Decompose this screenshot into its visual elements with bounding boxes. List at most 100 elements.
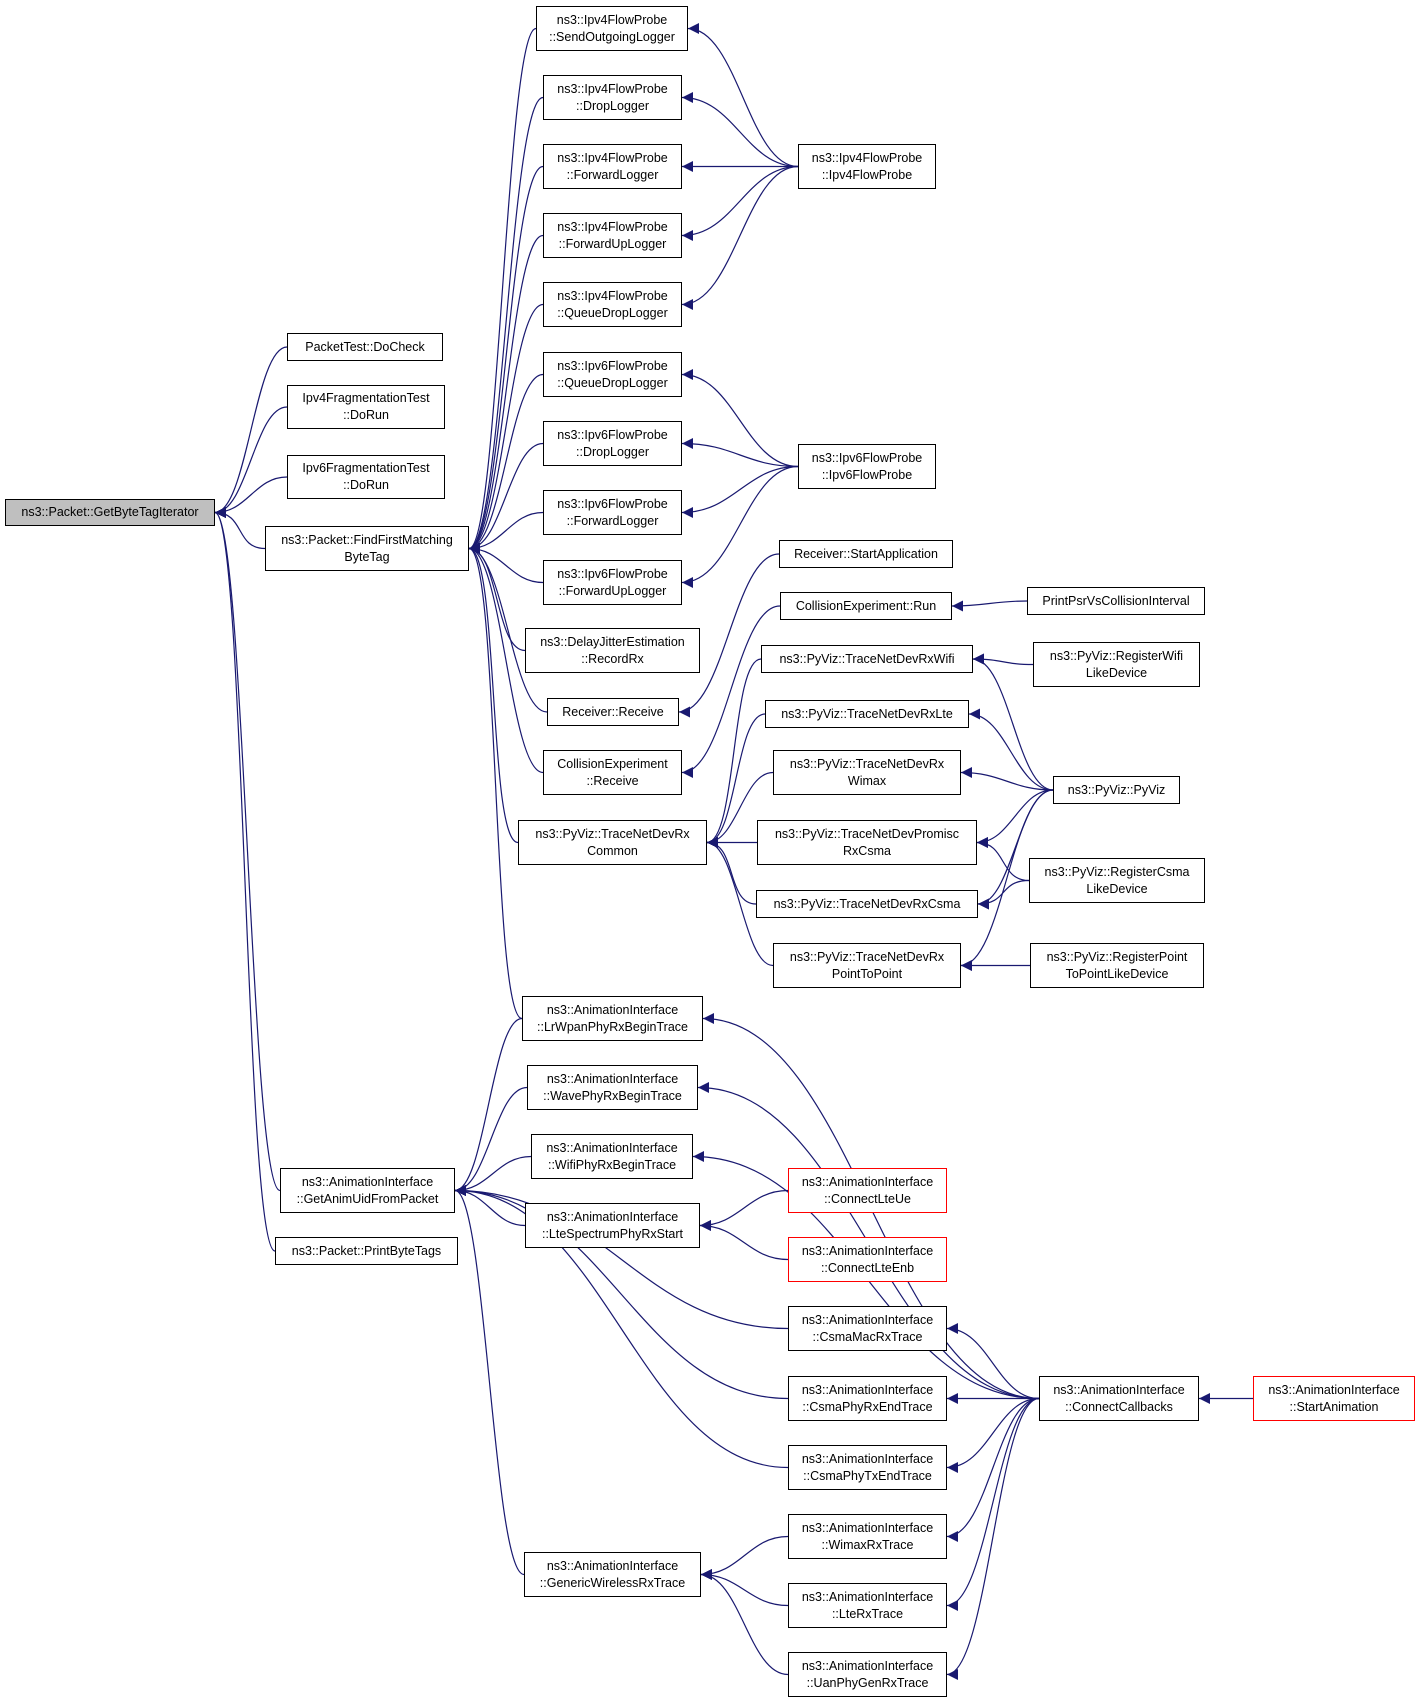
node-wimax-rx-trace[interactable]: ns3::AnimationInterface::WimaxRxTrace [788,1514,947,1559]
node-generic-wireless-rx-trace[interactable]: ns3::AnimationInterface::GenericWireless… [524,1552,701,1597]
node-print-byte-tags[interactable]: ns3::Packet::PrintByteTags [275,1237,458,1265]
node-connect-lte-ue[interactable]: ns3::AnimationInterface::ConnectLteUe [788,1168,947,1213]
node-csma-mac-rx-trace[interactable]: ns3::AnimationInterface::CsmaMacRxTrace [788,1306,947,1351]
node-start-animation[interactable]: ns3::AnimationInterface::StartAnimation [1253,1376,1415,1421]
node-ipv6-queue-drop-logger[interactable]: ns3::Ipv6FlowProbe::QueueDropLogger [543,352,682,397]
node-get-anim-uid-from-packet[interactable]: ns3::AnimationInterface::GetAnimUidFromP… [280,1168,455,1213]
node-label: PointToPoint [831,966,903,981]
node-print-psr-vs-collision-interval[interactable]: PrintPsrVsCollisionInterval [1027,587,1205,615]
node-label: ::ConnectLteEnb [820,1260,915,1275]
node-label: ::UanPhyGenRxTrace [806,1675,929,1690]
node-csma-phy-tx-end-trace[interactable]: ns3::AnimationInterface::CsmaPhyTxEndTra… [788,1445,947,1490]
edge-f4c-to-f4sol [687,23,799,168]
node-trace-net-dev-rx-lte[interactable]: ns3::PyViz::TraceNetDevRxLte [765,700,969,728]
node-trace-net-dev-rx-wifi[interactable]: ns3::PyViz::TraceNetDevRxWifi [761,645,973,673]
edge-pyviz-to-tnlte [968,708,1054,791]
node-label: ::GenericWirelessRxTrace [539,1575,686,1590]
node-ipv4-send-outgoing-logger[interactable]: ns3::Ipv4FlowProbe::SendOutgoingLogger [536,6,688,51]
node-label: ns3::Ipv6FlowProbe [557,427,668,442]
edge-pbt-to-root [214,507,276,1252]
node-ipv6-forward-up-logger[interactable]: ns3::Ipv6FlowProbe::ForwardUpLogger [543,560,682,605]
node-lrwpan-phy-rx-begin-trace[interactable]: ns3::AnimationInterface::LrWpanPhyRxBegi… [522,996,703,1041]
node-receiver-receive[interactable]: Receiver::Receive [547,698,679,726]
node-label: ns3::Ipv4FlowProbe [557,219,668,234]
node-label: ns3::Packet::FindFirstMatching [281,532,453,547]
edge-f4qdl-to-ffmbt [468,303,544,554]
edge-tncsma-to-tndrc [706,837,757,905]
node-label: ns3::AnimationInterface [546,1071,679,1086]
node-label: Common [587,843,638,858]
node-label: Ipv4FragmentationTest [302,391,430,405]
edge-ptdc-to-root [214,346,288,518]
node-collision-experiment-run[interactable]: CollisionExperiment::Run [780,592,952,620]
node-ipv4-forward-up-logger[interactable]: ns3::Ipv4FlowProbe::ForwardUpLogger [543,213,682,258]
node-trace-net-dev-rx-csma[interactable]: ns3::PyViz::TraceNetDevRxCsma [756,890,978,918]
edge-f6c-to-f6dl [681,438,799,468]
edge-f4ful-to-ffmbt [468,234,544,554]
node-label: Receiver::Receive [562,704,664,719]
edge-pyviz-to-tnwifi [972,653,1054,791]
node-label: ::ForwardLogger [566,167,659,182]
node-label: ns3::AnimationInterface [801,1382,934,1397]
node-label: ns3::AnimationInterface [546,1140,678,1155]
node-label: Ipv6FragmentationTest [302,461,430,475]
node-ipv6-flow-probe-constructor[interactable]: ns3::Ipv6FlowProbe::Ipv6FlowProbe [798,444,936,489]
edge-conncb-to-uanrx [946,1397,1040,1680]
node-label: PrintPsrVsCollisionInterval [1042,593,1190,608]
edge-gwrx-to-gauid [454,1185,525,1576]
node-receiver-start-application[interactable]: Receiver::StartApplication [779,540,953,568]
node-label: ::DropLogger [576,444,649,459]
edge-f4sol-to-ffmbt [468,27,537,554]
node-label: ns3::Ipv4FlowProbe [557,81,668,96]
node-ipv4-drop-logger[interactable]: ns3::Ipv4FlowProbe::DropLogger [543,75,682,120]
node-lte-rx-trace[interactable]: ns3::AnimationInterface::LteRxTrace [788,1583,947,1628]
node-wave-phy-rx-begin-trace[interactable]: ns3::AnimationInterface::WavePhyRxBeginT… [527,1065,698,1110]
node-label: ::ConnectLteUe [824,1191,911,1206]
edge-rcsma-to-tnpcsma [976,837,1030,882]
node-pyviz-constructor[interactable]: ns3::PyViz::PyViz [1053,776,1180,804]
node-delay-jitter-estimation-recordrx[interactable]: ns3::DelayJitterEstimation::RecordRx [525,628,700,673]
node-label: ns3::AnimationInterface [801,1174,934,1189]
edge-f6c-to-f6fl [681,465,799,518]
node-label: ns3::PyViz::RegisterPoint [1046,949,1188,964]
node-ipv6-fragmentation-test-dorun[interactable]: Ipv6FragmentationTest::DoRun [287,455,445,499]
node-lte-spectrum-phy-rx-start[interactable]: ns3::AnimationInterface::LteSpectrumPhyR… [525,1203,700,1248]
edge-pyviz-to-tnp2p [960,789,1054,971]
node-label: ::CsmaPhyRxEndTrace [802,1399,933,1414]
node-connect-callbacks[interactable]: ns3::AnimationInterface::ConnectCallback… [1039,1376,1199,1421]
edge-pyviz-to-tnwimax [960,767,1054,791]
edge-ip4frag-to-root [214,406,288,518]
node-label: ns3::PyViz::TraceNetDevRxWifi [779,651,955,666]
node-ipv6-drop-logger[interactable]: ns3::Ipv6FlowProbe::DropLogger [543,421,682,466]
node-ipv4-forward-logger[interactable]: ns3::Ipv4FlowProbe::ForwardLogger [543,144,682,189]
node-label: ::LteRxTrace [831,1606,904,1621]
node-ipv4-queue-drop-logger[interactable]: ns3::Ipv4FlowProbe::QueueDropLogger [543,282,682,327]
node-connect-lte-enb[interactable]: ns3::AnimationInterface::ConnectLteEnb [788,1237,947,1282]
node-label: ::SendOutgoingLogger [549,29,675,44]
node-label: ::DropLogger [576,98,649,113]
node-wifi-phy-rx-begin-trace[interactable]: ns3::AnimationInterface::WifiPhyRxBeginT… [531,1134,693,1179]
node-ipv6-forward-logger[interactable]: ns3::Ipv6FlowProbe::ForwardLogger [543,490,682,535]
node-label: ns3::PyViz::TraceNetDevPromisc [774,826,960,841]
node-collision-experiment-receive[interactable]: CollisionExperiment::Receive [543,750,682,795]
node-uan-phy-gen-rx-trace[interactable]: ns3::AnimationInterface::UanPhyGenRxTrac… [788,1652,947,1697]
node-label: ::ForwardUpLogger [558,583,667,598]
edge-conncb-to-lterx [946,1397,1040,1611]
edge-gauid-to-root [214,507,281,1192]
node-packettest-docheck[interactable]: PacketTest::DoCheck [287,333,443,361]
node-label: ::StartAnimation [1289,1399,1379,1414]
node-ipv4-flow-probe-constructor[interactable]: ns3::Ipv4FlowProbe::Ipv4FlowProbe [798,144,936,189]
node-ipv4-fragmentation-test-dorun[interactable]: Ipv4FragmentationTest::DoRun [287,385,445,429]
node-csma-phy-rx-end-trace[interactable]: ns3::AnimationInterface::CsmaPhyRxEndTra… [788,1376,947,1421]
edge-csmamac-to-gauid [454,1185,789,1330]
